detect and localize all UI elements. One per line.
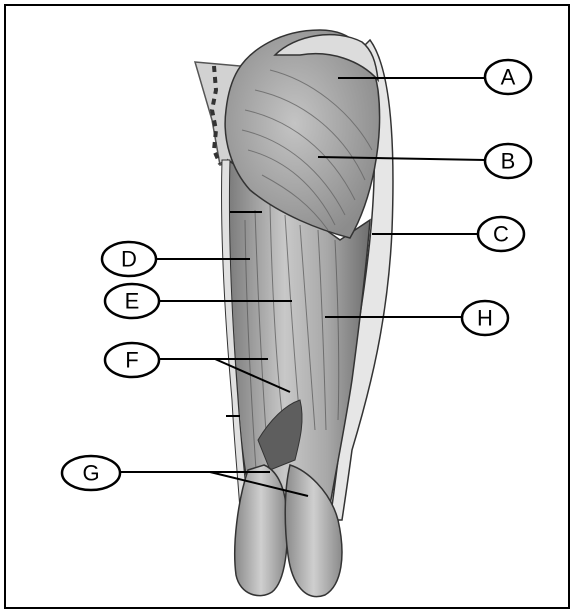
label-f-text: F (125, 348, 138, 373)
label-h: H (462, 301, 508, 335)
label-a-text: A (501, 65, 516, 90)
label-c: C (478, 217, 524, 251)
label-a: A (485, 60, 531, 94)
label-g: G (62, 456, 120, 490)
label-e-text: E (125, 289, 140, 314)
label-b: B (485, 144, 531, 178)
label-b-text: B (501, 149, 516, 174)
label-g-text: G (82, 461, 99, 486)
label-d-text: D (121, 247, 137, 272)
label-f: F (105, 343, 159, 377)
label-e: E (105, 284, 159, 318)
label-d: D (102, 242, 156, 276)
label-h-text: H (477, 306, 493, 331)
label-c-text: C (493, 222, 509, 247)
